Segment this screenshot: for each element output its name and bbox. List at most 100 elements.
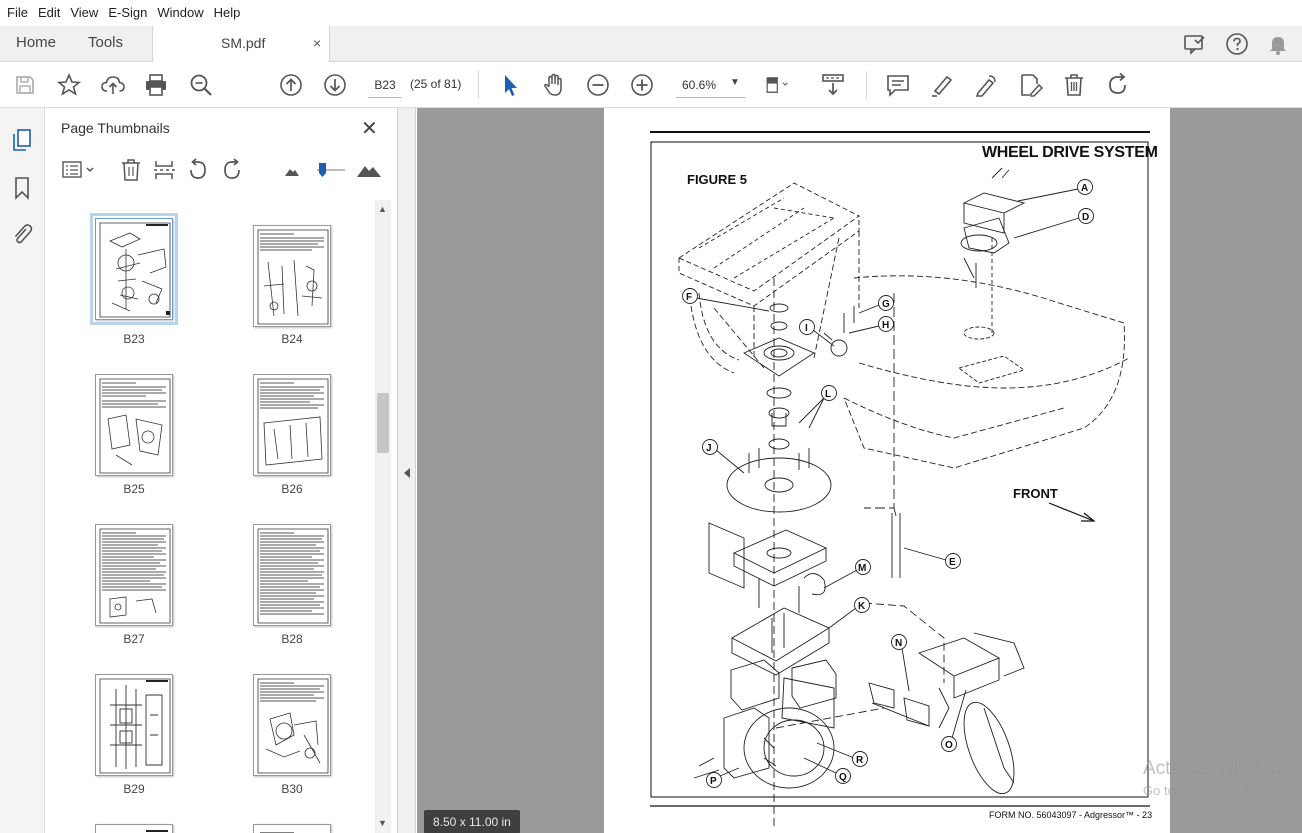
exploded-parts-diagram bbox=[678, 167, 1130, 828]
page-thumbnail[interactable] bbox=[95, 824, 173, 833]
zoom-search-icon[interactable] bbox=[188, 72, 214, 98]
bookmark-star-icon[interactable] bbox=[56, 72, 82, 98]
zoom-select[interactable]: 60.6% ▼ bbox=[676, 72, 746, 98]
hand-tool-icon[interactable] bbox=[541, 72, 567, 98]
svg-text:Q: Q bbox=[839, 772, 847, 783]
edit-pdf-icon[interactable] bbox=[1017, 72, 1044, 98]
page-thumbnail[interactable] bbox=[253, 824, 331, 833]
menu-view[interactable]: View bbox=[70, 5, 99, 20]
svg-text:N: N bbox=[895, 638, 902, 649]
svg-text:L: L bbox=[825, 389, 831, 400]
thumbnail-label: B24 bbox=[281, 332, 303, 346]
page-footer: FORM NO. 56043097 - Adgressor™ - 23 bbox=[989, 810, 1153, 820]
zoom-out-icon[interactable] bbox=[585, 72, 611, 98]
page-count: (25 of 81) bbox=[410, 77, 462, 91]
print-icon[interactable] bbox=[143, 72, 169, 98]
document-view[interactable]: A D F G H I L J E M K bbox=[417, 108, 1302, 833]
tab-home[interactable]: Home bbox=[16, 34, 57, 51]
scroll-down-icon[interactable]: ▼ bbox=[378, 818, 387, 828]
highlight-pen-icon[interactable] bbox=[929, 72, 955, 98]
menu-edit[interactable]: Edit bbox=[37, 5, 61, 20]
rotate-icon[interactable] bbox=[1105, 72, 1131, 98]
front-direction-label: FRONT bbox=[1013, 486, 1058, 501]
page-fit-icon[interactable] bbox=[765, 72, 801, 98]
svg-text:J: J bbox=[706, 443, 712, 454]
thumbnail-label: B29 bbox=[123, 782, 145, 796]
svg-text:F: F bbox=[686, 292, 692, 303]
svg-text:D: D bbox=[1082, 212, 1089, 223]
page-thumbnail[interactable] bbox=[95, 674, 173, 776]
page-thumbnails-panel: Page Thumbnails ✕ ▲ ▼ bbox=[45, 108, 398, 833]
page-thumbnails-icon[interactable] bbox=[10, 128, 34, 154]
left-nav-rail bbox=[0, 108, 45, 833]
draw-pen-icon[interactable] bbox=[973, 72, 999, 98]
svg-text:A: A bbox=[1081, 183, 1088, 194]
page-thumbnail[interactable] bbox=[253, 674, 331, 776]
delete-page-icon[interactable] bbox=[119, 158, 143, 182]
thumbnail-scrollbar[interactable]: ▲ ▼ bbox=[375, 200, 391, 833]
panel-splitter[interactable] bbox=[398, 108, 416, 833]
page-number-input[interactable] bbox=[368, 72, 402, 98]
svg-text:P: P bbox=[710, 776, 717, 787]
thumbnail-size-slider[interactable] bbox=[313, 158, 347, 182]
scrollbar-thumb[interactable] bbox=[377, 393, 389, 453]
thumbnail-larger-icon[interactable] bbox=[356, 158, 382, 182]
delete-trash-icon[interactable] bbox=[1061, 72, 1087, 98]
rotate-cw-icon[interactable] bbox=[220, 158, 244, 182]
upload-cloud-icon[interactable] bbox=[100, 72, 126, 98]
tab-document-label: SM.pdf bbox=[221, 35, 266, 51]
page-thumbnail[interactable] bbox=[253, 225, 331, 327]
help-icon[interactable] bbox=[1225, 32, 1249, 56]
bookmarks-icon[interactable] bbox=[10, 175, 34, 201]
svg-text:H: H bbox=[882, 320, 889, 331]
toolbar-divider bbox=[478, 71, 479, 99]
svg-text:O: O bbox=[945, 740, 953, 751]
zoom-value: 60.6% bbox=[682, 78, 717, 92]
collapse-arrow-icon[interactable] bbox=[404, 468, 410, 478]
split-page-icon[interactable] bbox=[152, 158, 176, 182]
svg-text:I: I bbox=[805, 323, 808, 334]
svg-text:K: K bbox=[858, 601, 866, 612]
tab-tools[interactable]: Tools bbox=[88, 34, 124, 51]
thumbnail-label: B25 bbox=[123, 482, 145, 496]
menu-help[interactable]: Help bbox=[213, 5, 241, 20]
thumbnail-smaller-icon[interactable] bbox=[283, 158, 301, 182]
attachments-paperclip-icon[interactable] bbox=[10, 221, 34, 247]
page-size-indicator: 8.50 x 11.00 in bbox=[424, 810, 520, 833]
rotate-ccw-icon[interactable] bbox=[186, 158, 210, 182]
previous-page-icon[interactable] bbox=[278, 72, 304, 98]
page-thumbnail[interactable] bbox=[95, 374, 173, 476]
page-thumbnail[interactable] bbox=[253, 374, 331, 476]
menu-esign[interactable]: E-Sign bbox=[108, 5, 148, 20]
thumbnail-label: B30 bbox=[281, 782, 303, 796]
svg-text:R: R bbox=[856, 755, 864, 766]
page-thumbnail[interactable] bbox=[90, 213, 178, 325]
scroll-mode-icon[interactable] bbox=[820, 72, 846, 98]
activation-watermark-subtext: Go to Settings to activate bbox=[1143, 783, 1289, 798]
share-review-icon[interactable] bbox=[1183, 32, 1207, 56]
chevron-down-icon: ▼ bbox=[730, 77, 740, 88]
figure-label: FIGURE 5 bbox=[687, 172, 747, 187]
toolbar-divider bbox=[866, 71, 867, 99]
save-icon[interactable] bbox=[12, 72, 38, 98]
thumbnail-options-icon[interactable] bbox=[61, 158, 97, 182]
zoom-in-icon[interactable] bbox=[629, 72, 655, 98]
next-page-icon[interactable] bbox=[322, 72, 348, 98]
thumbnail-label: B26 bbox=[281, 482, 303, 496]
thumbnail-label: B23 bbox=[123, 332, 145, 346]
tab-close-icon[interactable]: × bbox=[313, 35, 322, 51]
scroll-up-icon[interactable]: ▲ bbox=[378, 204, 387, 214]
main-toolbar: (25 of 81) 60.6% ▼ bbox=[0, 62, 1302, 108]
comment-icon[interactable] bbox=[885, 72, 911, 98]
page-thumbnail[interactable] bbox=[253, 524, 331, 626]
panel-close-icon[interactable]: ✕ bbox=[361, 118, 378, 140]
notification-bell-icon[interactable] bbox=[1266, 32, 1290, 56]
menu-file[interactable]: File bbox=[7, 5, 28, 20]
page-heading: WHEEL DRIVE SYSTEM bbox=[982, 144, 1158, 161]
page-thumbnail[interactable] bbox=[95, 524, 173, 626]
tab-document[interactable]: SM.pdf × bbox=[152, 26, 330, 62]
svg-text:M: M bbox=[858, 563, 866, 574]
select-pointer-icon[interactable] bbox=[497, 72, 523, 98]
pdf-page: A D F G H I L J E M K bbox=[604, 108, 1170, 833]
menu-window[interactable]: Window bbox=[157, 5, 204, 20]
